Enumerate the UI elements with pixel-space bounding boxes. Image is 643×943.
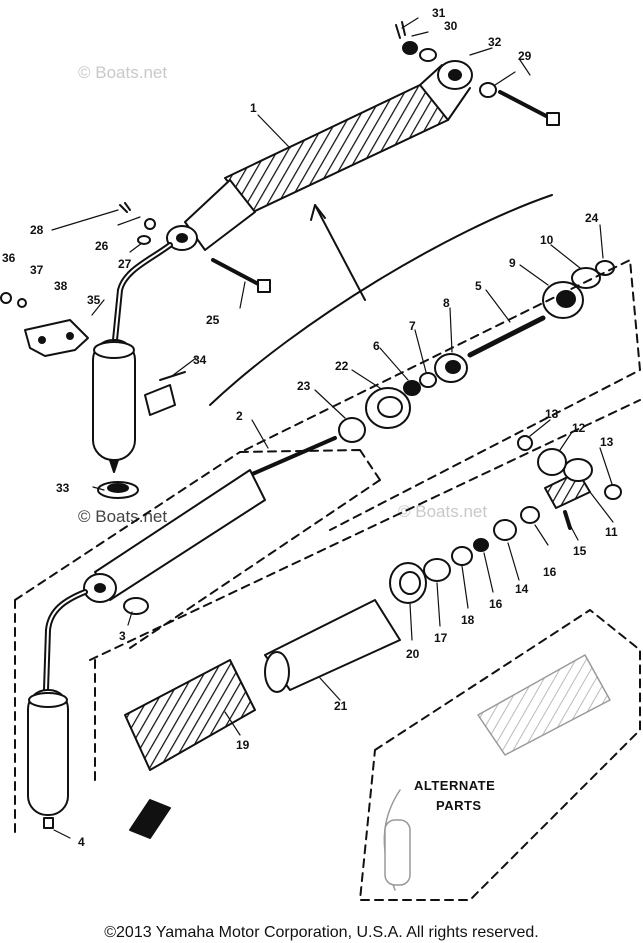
part-16b-washer bbox=[520, 506, 540, 524]
explode-bracket bbox=[209, 194, 553, 406]
part-31-pin bbox=[395, 21, 406, 39]
callout-13b: 13 bbox=[600, 435, 614, 449]
shock-absorber-assembly bbox=[92, 60, 473, 473]
part-19-spring bbox=[124, 659, 256, 771]
watermark-top: © Boats.net bbox=[78, 63, 167, 82]
callout-7: 7 bbox=[409, 319, 416, 333]
callout-36: 36 bbox=[2, 251, 16, 265]
part-6-seal bbox=[403, 380, 421, 396]
alternate-boot bbox=[383, 654, 611, 891]
callout-6: 6 bbox=[373, 339, 380, 353]
callout-34: 34 bbox=[193, 353, 207, 367]
callout-32: 32 bbox=[488, 35, 502, 49]
part-32-collar bbox=[402, 41, 497, 98]
dashed-frame-lower bbox=[89, 399, 641, 781]
callout-20: 20 bbox=[406, 647, 420, 661]
callout-10: 10 bbox=[540, 233, 554, 247]
part-22-cup bbox=[365, 387, 411, 429]
callout-3: 3 bbox=[119, 629, 126, 643]
alternate-parts-line1: ALTERNATE bbox=[414, 778, 495, 793]
callout-13a: 13 bbox=[545, 407, 559, 421]
part-7-ring bbox=[419, 372, 437, 388]
fwd-arrow-icon bbox=[129, 799, 171, 839]
part-3-valve bbox=[123, 597, 149, 615]
watermark-right: © Boats.net bbox=[398, 502, 487, 521]
part-5-rod bbox=[467, 315, 546, 358]
part-28-pin bbox=[119, 202, 131, 213]
leader-lines bbox=[51, 17, 614, 839]
callout-23: 23 bbox=[297, 379, 311, 393]
part-8-cap bbox=[434, 353, 468, 383]
alternate-parts-line2: PARTS bbox=[436, 798, 482, 813]
callout-15: 15 bbox=[573, 544, 587, 558]
part-26-nut bbox=[144, 218, 156, 230]
callout-18: 18 bbox=[461, 613, 475, 627]
part-15-pin bbox=[563, 510, 572, 530]
callout-11: 11 bbox=[605, 525, 618, 539]
callout-30: 30 bbox=[444, 19, 458, 33]
callout-22: 22 bbox=[335, 359, 349, 373]
part-10-washer bbox=[571, 267, 601, 289]
callout-5: 5 bbox=[475, 279, 482, 293]
callout-4: 4 bbox=[78, 835, 85, 849]
part-35-bracket bbox=[24, 319, 89, 357]
callout-2: 2 bbox=[236, 409, 243, 423]
callout-33: 33 bbox=[56, 481, 70, 495]
watermark-bottom: © Boats.net bbox=[78, 507, 167, 526]
callout-17: 17 bbox=[434, 631, 448, 645]
part-4-plug bbox=[43, 817, 54, 829]
part-12-bushing bbox=[537, 448, 567, 476]
callout-25: 25 bbox=[206, 313, 220, 327]
callout-24: 24 bbox=[585, 211, 599, 225]
callout-14: 14 bbox=[515, 582, 529, 596]
callout-1: 1 bbox=[250, 101, 257, 115]
callout-19: 19 bbox=[236, 738, 250, 752]
callout-27: 27 bbox=[118, 257, 132, 271]
part-21-sleeve bbox=[264, 599, 401, 693]
part-23-ring bbox=[338, 417, 366, 443]
callout-12: 12 bbox=[572, 421, 586, 435]
part-13a-collar bbox=[517, 435, 533, 451]
part-9-bushing bbox=[542, 281, 584, 319]
callout-8: 8 bbox=[443, 296, 450, 310]
callout-28: 28 bbox=[30, 223, 44, 237]
callout-38: 38 bbox=[54, 279, 68, 293]
callout-31: 31 bbox=[432, 6, 446, 20]
part-2-damper bbox=[27, 436, 337, 816]
part-17-nut bbox=[423, 558, 451, 582]
callout-26: 26 bbox=[95, 239, 109, 253]
copyright-notice: ©2013 Yamaha Motor Corporation, U.S.A. A… bbox=[104, 924, 539, 941]
callout-35: 35 bbox=[87, 293, 101, 307]
callout-37: 37 bbox=[30, 263, 44, 277]
callout-16a: 16 bbox=[489, 597, 503, 611]
callouts: 1 31 30 32 29 28 26 27 36 37 38 35 25 34… bbox=[2, 6, 618, 849]
part-16a-washer bbox=[473, 538, 489, 552]
dashed-frame-damper bbox=[14, 449, 381, 836]
dashed-frame-right bbox=[244, 259, 641, 531]
callout-29: 29 bbox=[518, 49, 532, 63]
part-30-washer bbox=[419, 48, 437, 62]
callout-9: 9 bbox=[509, 256, 516, 270]
explode-arrow bbox=[314, 204, 366, 301]
callout-21: 21 bbox=[334, 699, 348, 713]
part-27-washer bbox=[137, 235, 151, 245]
part-18-locknut bbox=[451, 546, 473, 566]
callout-16b: 16 bbox=[543, 565, 557, 579]
part-36-nut bbox=[0, 292, 12, 304]
part-13b-collar bbox=[604, 484, 622, 500]
alternate-parts-frame bbox=[359, 609, 641, 901]
part-14-bushing bbox=[493, 519, 517, 541]
part-20-adjuster bbox=[389, 562, 427, 604]
part-34-clamp bbox=[144, 384, 176, 416]
part-37-washer bbox=[17, 298, 27, 308]
part-29-bolt bbox=[498, 90, 560, 126]
part-25-bolt bbox=[211, 258, 271, 293]
